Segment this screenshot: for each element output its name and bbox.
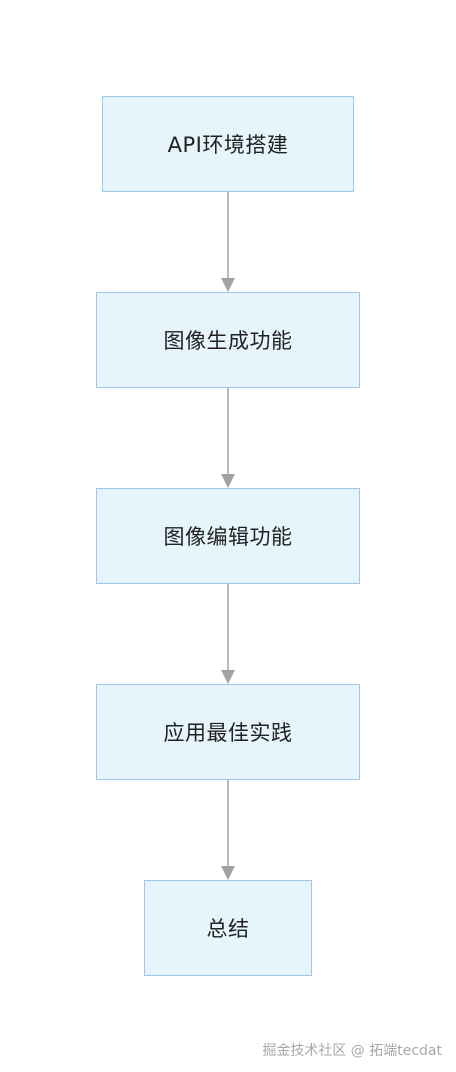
arrow-head-icon — [221, 474, 235, 488]
arrow-head-icon — [221, 866, 235, 880]
node-label: API环境搭建 — [167, 133, 289, 157]
node-summary: 总结 — [144, 880, 312, 976]
flow-arrow — [221, 780, 235, 880]
arrow-head-icon — [221, 670, 235, 684]
node-best-practices: 应用最佳实践 — [96, 684, 360, 780]
node-api-setup: API环境搭建 — [102, 96, 354, 192]
flow-arrow — [221, 388, 235, 488]
flow-arrow — [221, 584, 235, 684]
flow-arrow — [221, 192, 235, 292]
watermark: 掘金技术社区 @ 拓端tecdat — [262, 1043, 442, 1059]
node-image-generation: 图像生成功能 — [96, 292, 360, 388]
node-label: 应用最佳实践 — [163, 721, 293, 745]
arrow-head-icon — [221, 278, 235, 292]
node-label: 图像生成功能 — [163, 329, 293, 353]
node-image-editing: 图像编辑功能 — [96, 488, 360, 584]
node-label: 总结 — [206, 917, 250, 941]
node-label: 图像编辑功能 — [163, 525, 293, 549]
